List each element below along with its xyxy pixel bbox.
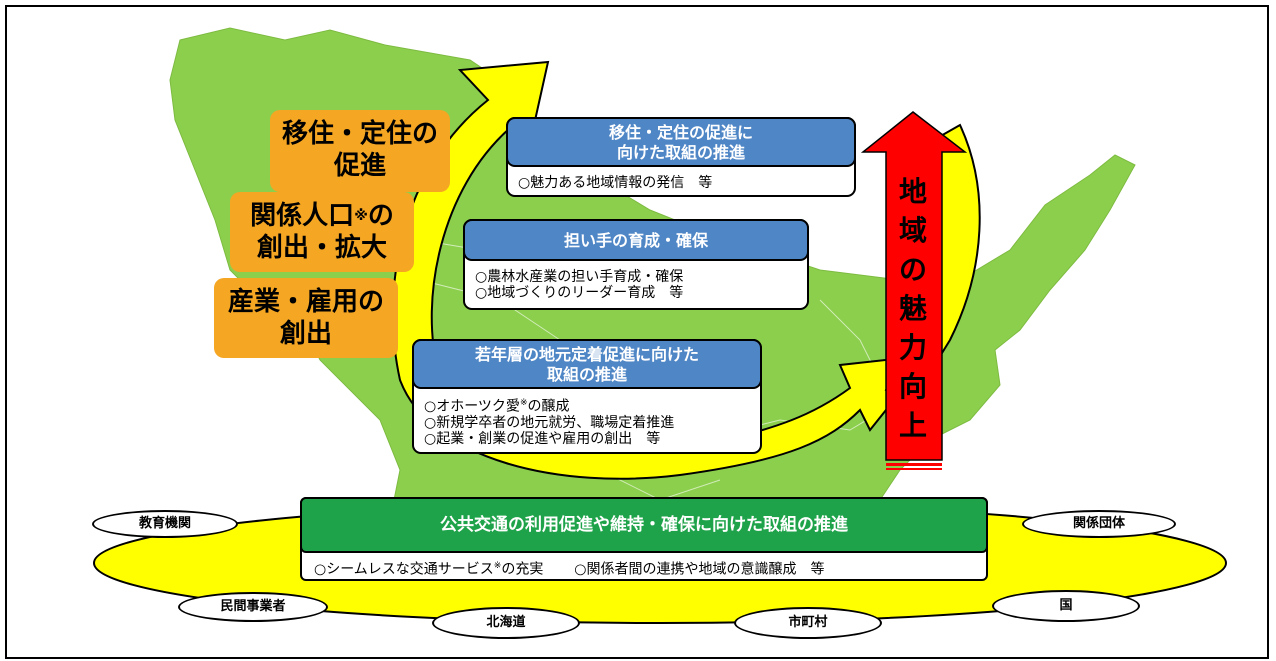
card-youth-title: 若年層の地元定着促進に向けた 取組の推進: [412, 339, 762, 389]
transport-initiative-box: 公共交通の利用促進や維持・確保に向けた取組の推進 ○シームレスな交通サービス※の…: [300, 497, 988, 581]
goal-related-line1: 関係人口※の: [250, 201, 394, 231]
goal-related-line2: 創出・拡大: [256, 233, 387, 263]
goal-industry-line2: 創出: [279, 319, 332, 349]
card-youth-item-1: ○オホーツク愛※の醸成: [424, 398, 570, 415]
card-workforce-items: ○農林水産業の担い手育成・確保 ○地域づくりのリーダー育成 等: [475, 269, 684, 301]
transport-items: ○シームレスな交通サービス※の充実 ○関係者間の連携や地域の意識醸成 等: [314, 561, 825, 578]
stakeholder-municipalities: 市町村: [734, 607, 882, 639]
card-workforce-title: 担い手の育成・確保: [463, 219, 809, 261]
goal-industry-line1: 産業・雇用の: [227, 287, 384, 317]
stakeholder-national: 国: [992, 590, 1140, 622]
card-migration-title: 移住・定住の促進に 向けた取組の推進: [506, 117, 856, 167]
stakeholder-groups: 関係団体: [1022, 510, 1176, 538]
card-migration-initiatives: 移住・定住の促進に 向けた取組の推進 ○魅力ある地域情報の発信 等: [506, 117, 856, 197]
vertical-label-regional-appeal: 地 域 の 魅 力 向 上: [898, 175, 927, 442]
stakeholder-education: 教育機関: [92, 510, 238, 538]
stakeholder-hokkaido: 北海道: [432, 607, 580, 639]
goal-industry-employment: 産業・雇用の 創出: [214, 278, 398, 358]
card-workforce: 担い手の育成・確保 ○農林水産業の担い手育成・確保 ○地域づくりのリーダー育成 …: [463, 219, 809, 310]
outer-frame: [5, 5, 1269, 659]
goal-migration-line1: 移住・定住の: [281, 119, 438, 149]
card-migration-items: ○魅力ある地域情報の発信 等: [518, 175, 713, 191]
red-up-arrow: [860, 111, 968, 461]
note-mark: ※: [354, 208, 368, 224]
stakeholder-private-business: 民間事業者: [178, 592, 328, 622]
card-youth-items: ○オホーツク愛※の醸成 ○新規学卒者の地元就労、職場定着推進 ○起業・創業の促進…: [424, 395, 752, 447]
goal-migration-line2: 促進: [333, 151, 386, 181]
transport-title: 公共交通の利用促進や維持・確保に向けた取組の推進: [300, 497, 988, 553]
card-youth-retention: 若年層の地元定着促進に向けた 取組の推進 ○オホーツク愛※の醸成 ○新規学卒者の…: [412, 339, 762, 454]
goal-related-population: 関係人口※の 創出・拡大: [230, 192, 414, 272]
goal-migration: 移住・定住の 促進: [270, 110, 450, 192]
